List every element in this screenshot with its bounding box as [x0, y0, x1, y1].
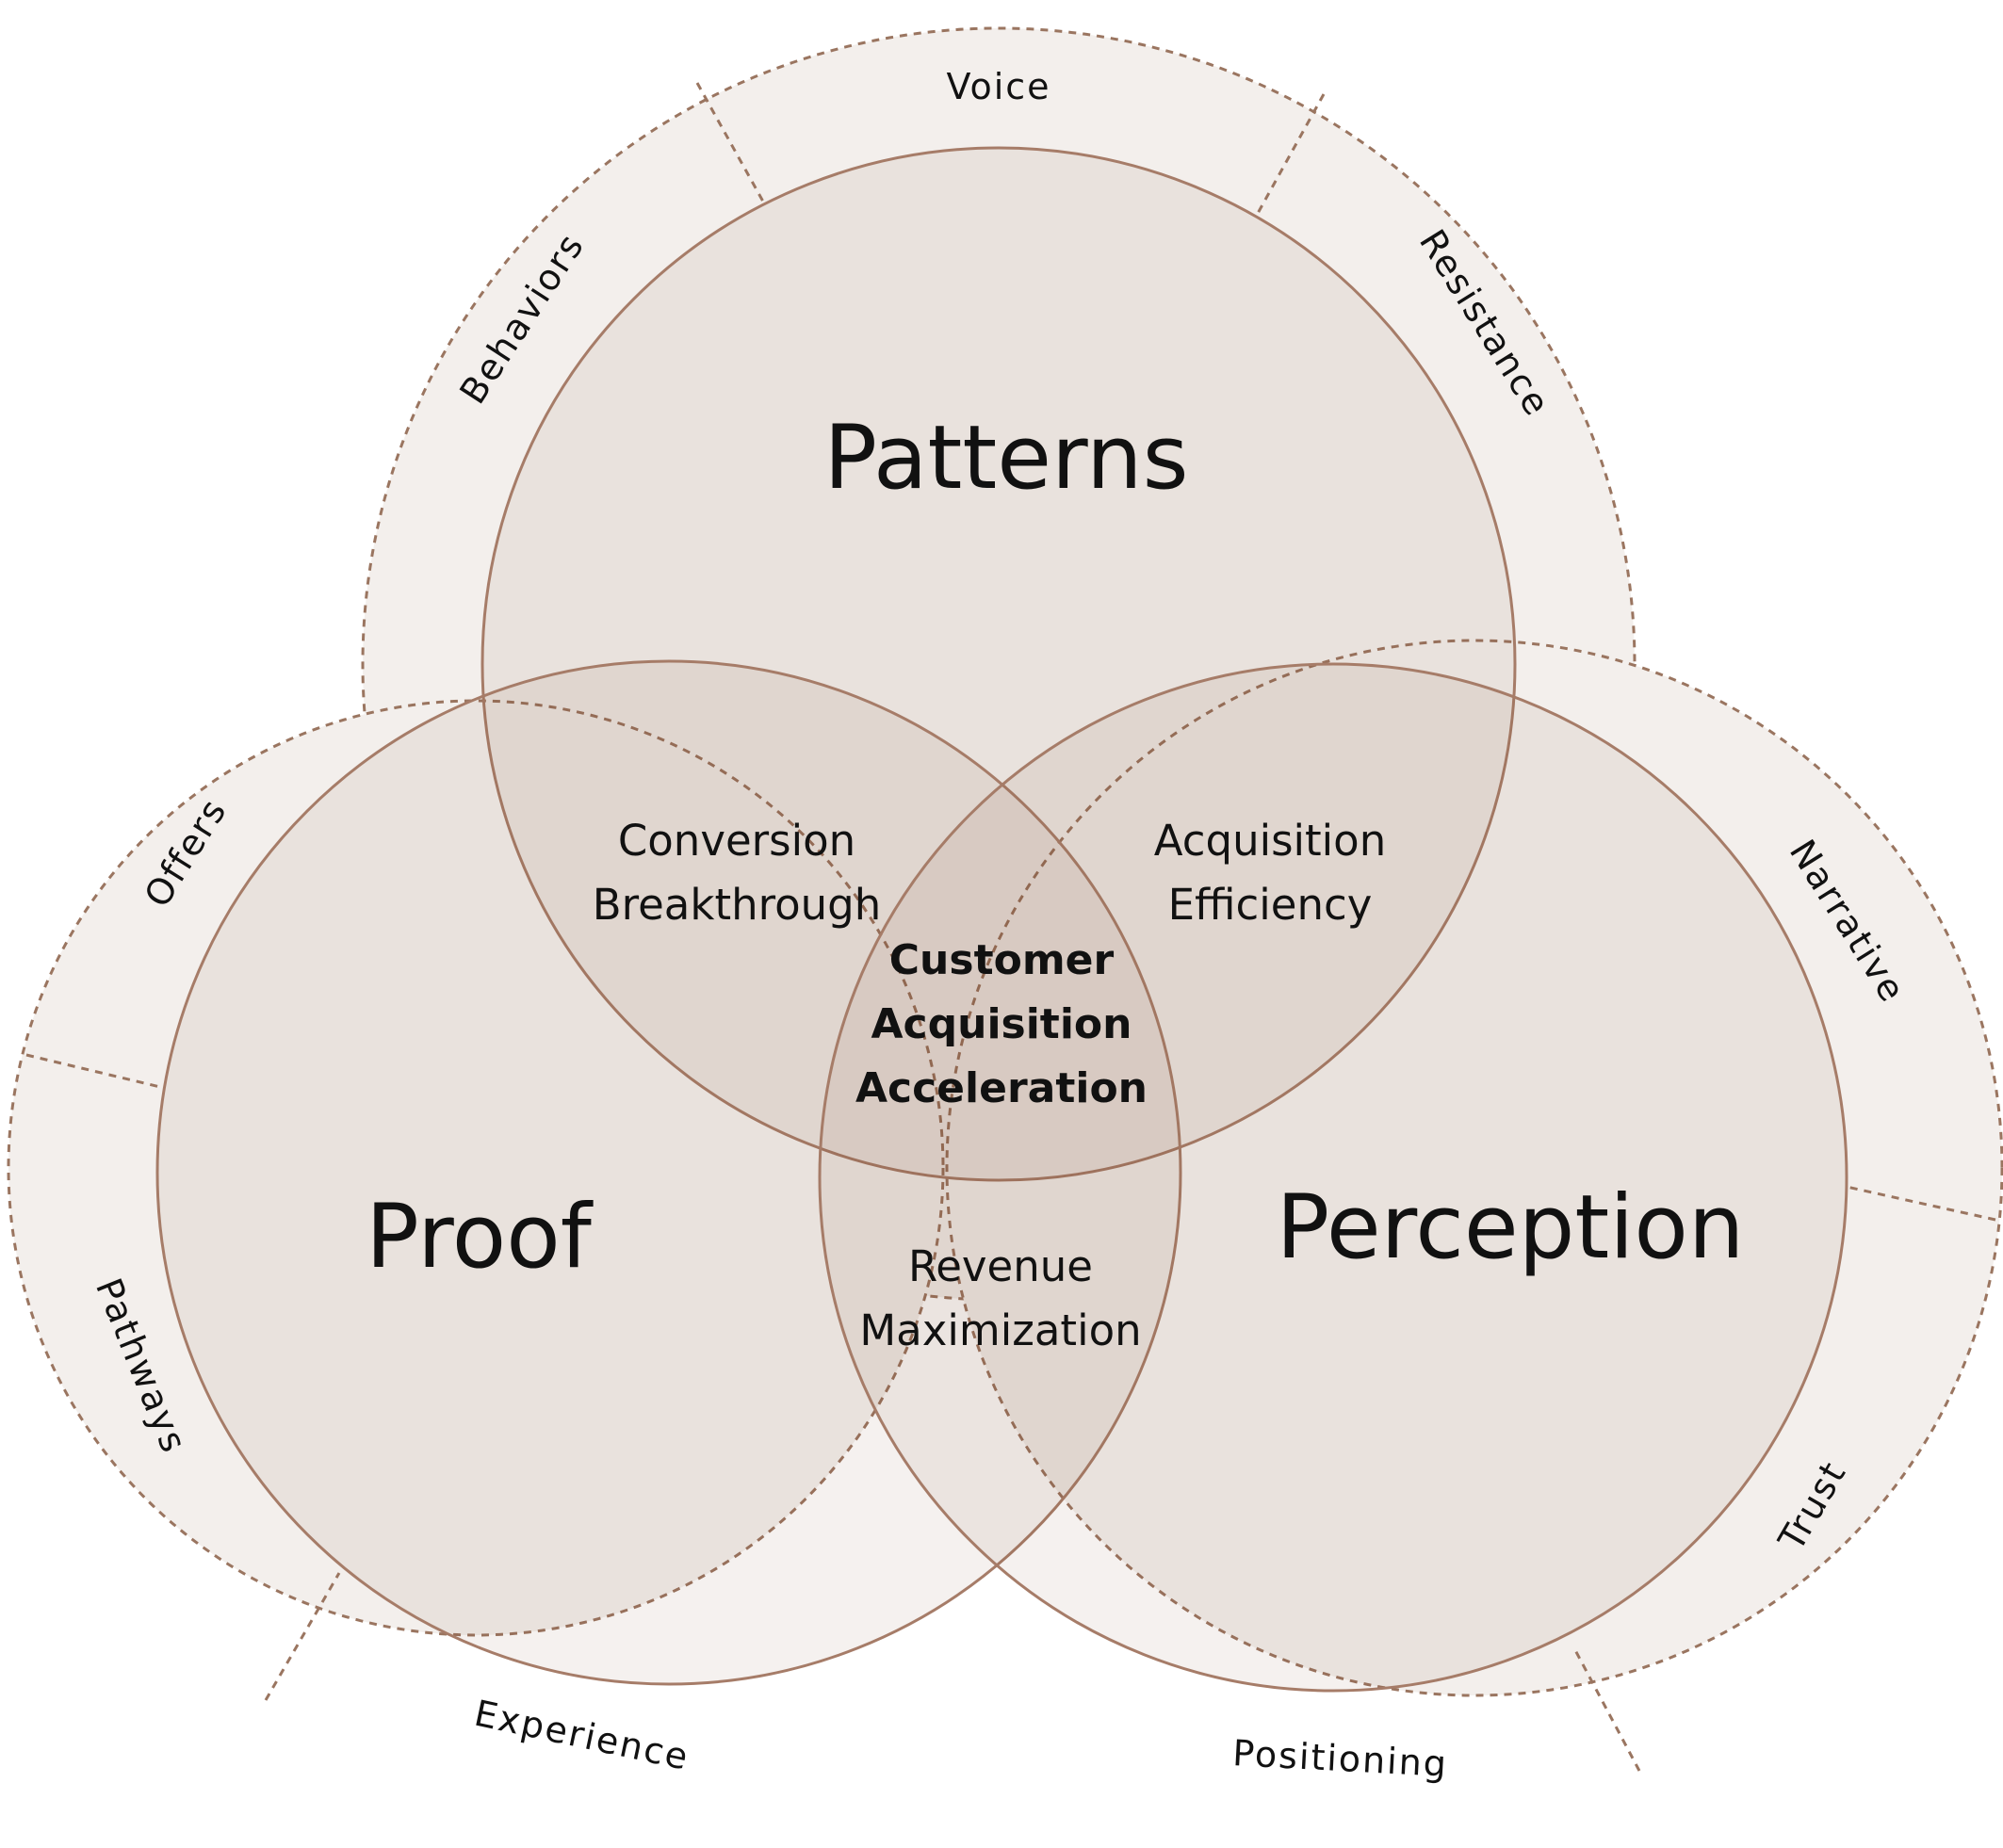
overlap-patterns-perception: Acquisition Efficiency	[1154, 816, 1386, 930]
outer-ring-perception	[945, 639, 2003, 1697]
overlap-label-line: Conversion	[618, 816, 855, 866]
main-circles	[155, 146, 1848, 1693]
circle-patterns	[480, 146, 1517, 1182]
divider-pathways-experience	[264, 1572, 341, 1701]
overlap-label-line: Maximization	[859, 1305, 1141, 1355]
divider-trust-positioning	[1573, 1649, 1641, 1772]
divider-narrative-trust	[1846, 1185, 1996, 1222]
outer-rings	[7, 26, 2003, 1697]
proof-title: Proof	[366, 1186, 594, 1289]
divider-offers-pathways	[25, 1053, 165, 1090]
center-label-line: Customer	[889, 936, 1115, 984]
overlap-label-line: Efficiency	[1168, 880, 1373, 930]
divider-voice-resistance	[1254, 93, 1326, 218]
perception-title: Perception	[1277, 1176, 1745, 1279]
center-label-line: Acceleration	[855, 1064, 1148, 1112]
segment-experience: Experience	[471, 1693, 693, 1778]
overlap-proof-perception: Revenue Maximization	[859, 1241, 1141, 1355]
center-intersection: Customer Acquisition Acceleration	[855, 936, 1148, 1112]
center-label-line: Acquisition	[871, 1000, 1132, 1048]
overlap-patterns-proof: Conversion Breakthrough	[593, 816, 882, 930]
patterns-title: Patterns	[823, 407, 1188, 510]
segment-dividers	[25, 82, 1996, 1772]
segment-voice: Voice	[946, 66, 1050, 107]
overlap-label-line: Revenue	[908, 1241, 1093, 1291]
overlap-label-line: Acquisition	[1154, 816, 1386, 866]
segment-positioning: Positioning	[1231, 1732, 1449, 1785]
outer-ring-proof	[7, 699, 945, 1637]
circle-perception	[818, 662, 1848, 1693]
overlap-label-line: Breakthrough	[593, 880, 882, 930]
circle-proof	[155, 659, 1182, 1686]
divider-behaviors-voice	[695, 82, 765, 203]
